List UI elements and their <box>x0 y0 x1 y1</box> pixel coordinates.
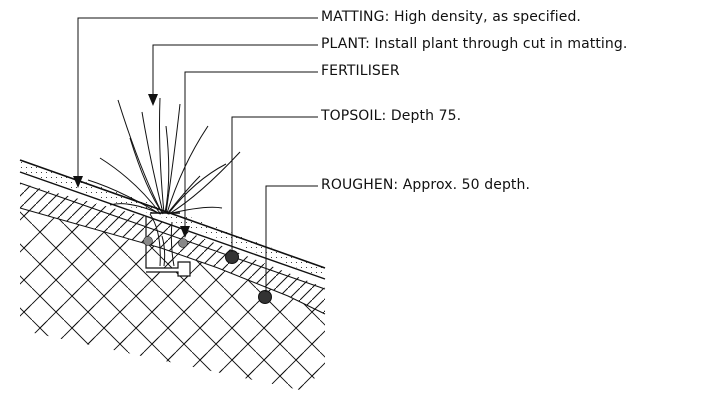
topsoil-layer <box>20 183 325 314</box>
subsoil <box>20 208 325 390</box>
matting-layer <box>20 161 325 278</box>
planting-hole <box>145 213 191 277</box>
layer-lines <box>19 159 326 315</box>
soil-markers <box>225 250 272 304</box>
label-fertiliser: FERTILISER <box>321 63 400 79</box>
label-roughen: ROUGHEN: Approx. 50 depth. <box>321 177 531 193</box>
fertiliser-granules <box>143 236 188 248</box>
label-topsoil: TOPSOIL: Depth 75. <box>321 108 462 124</box>
leader-arrowheads <box>73 94 190 238</box>
plant <box>87 97 241 215</box>
label-matting: MATTING: High density, as specified. <box>321 9 581 25</box>
leader-lines <box>77 17 318 292</box>
label-plant: PLANT: Install plant through cut in matt… <box>321 36 628 52</box>
